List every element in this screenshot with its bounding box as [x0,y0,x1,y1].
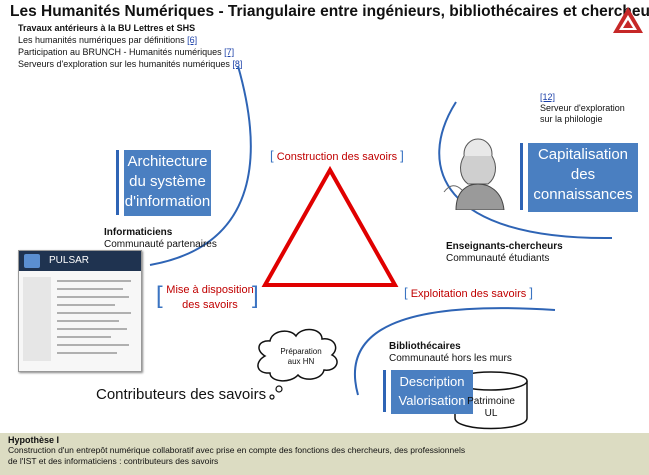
bar-architecture [116,150,119,215]
group-community: Communauté hors les murs [389,353,512,364]
philology-line: sur la philologie [540,114,603,124]
group-enseignants: Enseignants-chercheurs Communauté étudia… [446,241,563,265]
university-logo-icon [24,254,40,268]
curve-left [149,65,252,266]
box-line: d'information [124,193,211,210]
philology-note: [12] Serveur d'exploration sur la philol… [540,92,625,125]
cloud-tail [269,394,275,400]
cloud-line: aux HN [287,357,315,366]
screenshot-lines [23,277,131,361]
pulsar-screenshot: PULSAR [18,250,142,372]
hypothesis-line: Construction d'un entrepôt numérique col… [8,445,466,455]
group-name: Informaticiens [104,227,173,238]
hypothesis-panel: Hypothèse I Construction d'un entrepôt n… [0,433,649,475]
label-text: Construction des savoirs [276,151,398,163]
box-line: Valorisation [398,393,466,408]
description-box: Description Valorisation [391,370,473,414]
hypothesis-line: de l'IST et des informaticiens : contrib… [8,456,219,466]
logo-icon [613,7,643,33]
page-title: Les Humanités Numériques - Triangulaire … [10,3,649,20]
pulsar-banner: PULSAR [19,251,141,271]
label-text: Mise à disposition [166,284,254,296]
label-text: Exploitation des savoirs [410,288,527,300]
group-bibliothecaires: Bibliothécaires Communauté hors les murs [389,341,512,365]
box-line: du système [129,173,206,190]
label-text: des savoirs [182,299,238,311]
curve-bottom [353,307,556,396]
group-community: Communauté étudiants [446,253,550,264]
label-construction: [ Construction des savoirs ] [270,148,404,165]
philology-line: Serveur d'exploration [540,103,625,113]
group-informaticiens: Informaticiens Communauté partenaires [104,227,217,251]
link-row-serveurs: Serveurs d'exploration sur les humanités… [18,58,242,70]
group-community: Communauté partenaires [104,239,217,250]
reference-link[interactable]: [12] [540,92,556,102]
reference-link[interactable]: [8] [232,59,243,69]
curve-right [438,101,613,240]
cloud-label: Préparation aux HN [268,347,334,367]
reference-link[interactable]: [7] [224,47,235,57]
link-text: Les humanités numériques par définitions [18,35,185,45]
contributeurs-label: Contributeurs des savoirs [96,386,267,403]
patrimoine-label: Patrimoine UL [455,396,527,420]
subtitle: Travaux antérieurs à la BU Lettres et SH… [18,23,196,33]
bar-description [383,370,386,412]
link-row-definitions: Les humanités numériques par définitions… [18,34,197,46]
pulsar-brand: PULSAR [49,255,90,266]
patrimoine-cylinder [454,381,528,430]
bar-capitalisation [520,143,523,210]
patrimoine-line: Patrimoine [467,396,515,407]
bracket-right: ] [529,285,533,300]
label-mise-a-disposition: [ Mise à disposition des savoirs ] [156,280,264,316]
capitalisation-box: Capitalisation des connaissances [528,143,638,212]
cloud-tail [275,385,283,393]
box-line: des [570,166,596,183]
cloud-line: Préparation [280,347,322,356]
link-text: Participation au BRUNCH - Humanités numé… [18,47,222,57]
bracket-left: [ [404,285,408,300]
bracket-right: ] [252,282,259,309]
reference-link[interactable]: [6] [187,35,198,45]
box-line: connaissances [533,186,633,203]
red-triangle [261,165,399,287]
link-row-brunch: Participation au BRUNCH - Humanités numé… [18,46,234,58]
bracket-left: [ [156,282,163,309]
group-name: Enseignants-chercheurs [446,241,563,252]
hypothesis-heading: Hypothèse I [8,435,60,445]
box-line: Architecture [127,153,208,170]
portrait-illustration [443,138,505,210]
architecture-box: Architecture du système d'information [124,150,211,216]
bracket-right: ] [400,148,404,163]
label-exploitation: [ Exploitation des savoirs ] [404,285,533,302]
bracket-left: [ [270,148,274,163]
box-line: Capitalisation [537,146,629,163]
link-text: Serveurs d'exploration sur les humanités… [18,59,230,69]
group-name: Bibliothécaires [389,341,461,352]
patrimoine-line: UL [484,408,498,419]
box-line: Description [399,374,465,389]
cloud-shape [257,328,338,382]
